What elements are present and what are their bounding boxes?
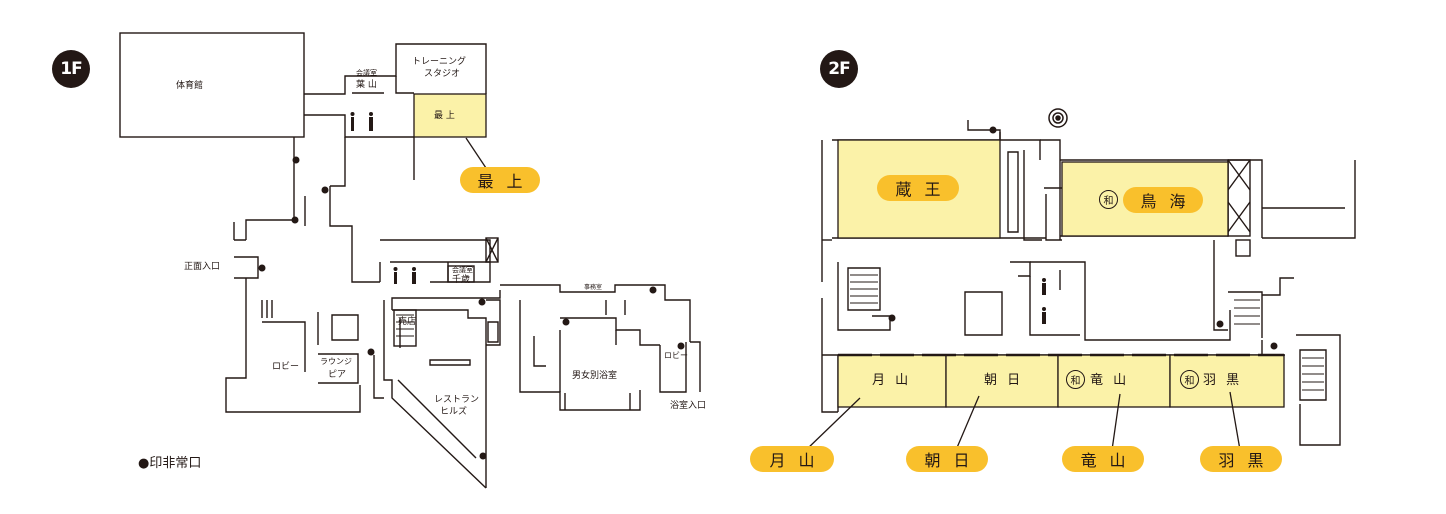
label-lobby-small: ロビー [664,351,688,360]
room-mogami [413,93,487,138]
legend-emergency-exit: ●印非常口 [138,456,202,471]
emergency-exit-markers [258,126,1278,460]
callout-asahi: 朝 日 [906,446,988,472]
callout-mogami: 最 上 [460,167,540,193]
emergency-exit-icon [321,186,329,194]
emergency-exit-icon [888,314,896,322]
label-restaurant-1: レストラン [434,395,480,405]
emergency-exit-icon [367,348,375,356]
label-lounge-2: ピア [328,370,347,380]
emergency-exit-icon [291,216,299,224]
emergency-exit-icon [1216,320,1224,328]
room-label-gassan: 月 山 [872,373,912,388]
emergency-exit-icon [479,452,487,460]
emergency-exit-icon [292,156,300,164]
label-lounge-1: ラウンジ [320,357,352,366]
label-gym: 体育館 [176,81,204,91]
label-meeting-room-2: 会議室 [452,266,473,274]
callout-zao: 蔵 王 [877,175,959,201]
room-asahi [945,354,1059,408]
label-office: 事務室 [584,284,603,291]
label-training-1: トレーニング [412,57,467,67]
label-meeting-room: 会議室 [356,69,377,77]
room-label-haguro: 羽 黒 [1203,373,1243,388]
room-label-ryuzan: 竜 山 [1090,373,1130,388]
emergency-exit-icon [562,318,570,326]
callout-gassan: 月 山 [750,446,834,472]
emergency-exit-icon [258,264,266,272]
label-training-2: スタジオ [424,69,461,79]
floor-badge-1f: 1F [52,50,90,88]
label-chitose: 千歳 [452,275,471,285]
label-main-entrance: 正面入口 [184,262,221,272]
emergency-exit-icon [649,286,657,294]
callout-leaders [465,137,1241,451]
label-hayama: 葉 山 [356,80,377,90]
spiral-stair-icon [1048,108,1068,128]
floor-badge-2f: 2F [820,50,858,88]
restroom-icons [350,112,1046,324]
room-label-asahi: 朝 日 [984,373,1024,388]
callout-ryuzan: 竜 山 [1062,446,1144,472]
wa-mark-ryuzan: 和 [1066,370,1085,389]
callout-chokai: 鳥 海 [1123,187,1203,213]
emergency-exit-icon [677,342,685,350]
label-shop: 売店 [398,317,417,327]
label-mogami-room: 最 上 [434,111,455,121]
label-lobby: ロビー [272,362,300,372]
label-bath: 男女別浴室 [572,371,618,381]
label-restaurant-2: ヒルズ [440,407,468,417]
wa-mark-haguro: 和 [1180,370,1199,389]
wa-mark-chokai: 和 [1099,190,1118,209]
emergency-exit-icon [478,298,486,306]
callout-haguro: 羽 黒 [1200,446,1282,472]
label-bath-entrance: 浴室入口 [670,401,707,411]
emergency-exit-icon [989,126,997,134]
emergency-exit-icon [1270,342,1278,350]
